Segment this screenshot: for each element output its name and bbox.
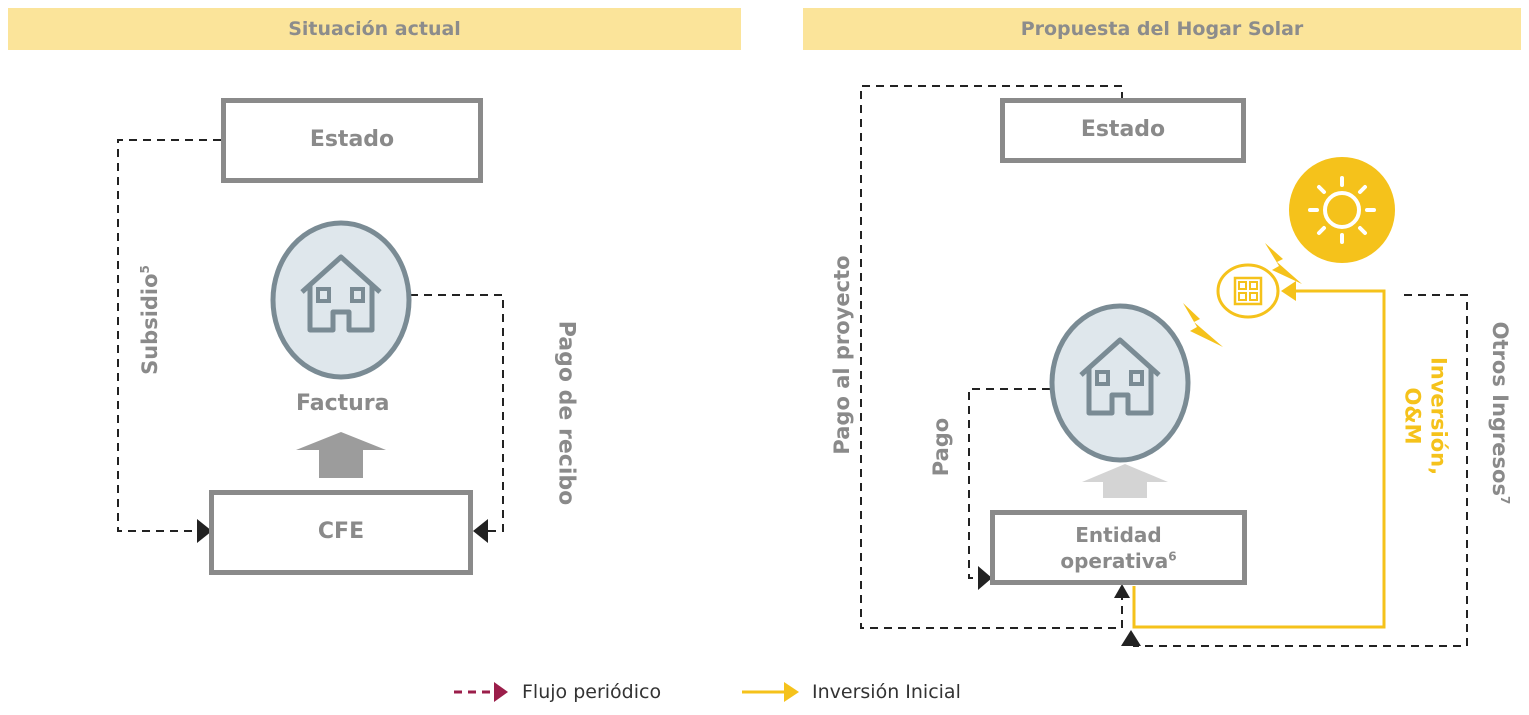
subsidio-flow-line [117,139,221,532]
subsidio-label: Subsidio5 [138,265,162,375]
otros-footnote: 7 [1498,495,1512,505]
pago-proyecto-arrowhead [1114,584,1130,598]
entidad-label-line1: Entidad [1075,522,1162,547]
house-icon-right [1049,303,1191,463]
inversion-flow-line [1132,289,1386,629]
entidad-footnote: 6 [1168,548,1177,563]
pago-proyecto-label: Pago al proyecto [830,255,854,455]
estado-label-right: Estado [1080,117,1166,143]
cfe-label: CFE [317,519,365,545]
subsidio-arrowhead [197,519,212,543]
solar-panel-icon [1216,263,1280,319]
lightning-bolt-icon [1265,243,1302,284]
legend-periodic: Flujo periódico [452,680,661,704]
entidad-up-arrow [1082,464,1168,498]
pago-label: Pago [929,417,953,477]
factura-up-arrow [296,432,386,478]
legend-periodic-label: Flujo periódico [522,681,662,703]
pago-recibo-flow-line [410,294,504,532]
inversion-om-label: Inversión, O&M [1400,356,1451,476]
lightning-bolt-icon [1183,303,1223,347]
legend-initial: Inversión Inicial [740,680,961,704]
sun-icon [1289,157,1395,263]
subsidio-footnote: 5 [138,265,152,274]
pago-recibo-arrowhead [473,519,488,543]
solid-arrow-icon [742,682,799,702]
inversion-arrowhead [1281,281,1296,301]
entidad-operativa-box: Entidad operativa6 [990,510,1247,585]
pago-proyecto-flow-line [860,85,1123,629]
otros-ingresos-arrowhead [1121,630,1141,646]
factura-label: Factura [296,391,390,416]
otros-ingresos-flow-line [1133,294,1468,647]
legend-initial-label: Inversión Inicial [812,681,961,703]
house-icon-left [270,220,412,380]
otros-ingresos-label: Otros Ingresos7 [1488,321,1512,505]
dashed-arrow-icon [454,682,508,702]
right-panel-header: Propuesta del Hogar Solar [803,8,1521,50]
cfe-box: CFE [209,490,473,575]
left-panel-header: Situación actual [8,8,741,50]
pago-arrowhead [978,566,992,590]
estado-label-left: Estado [309,127,395,153]
entidad-label-line2: operativa6 [1060,548,1177,573]
pago-flow-line [968,388,1050,579]
estado-box-left: Estado [221,98,483,183]
pago-recibo-label: Pago de recibo [553,320,579,506]
estado-box-right: Estado [1000,98,1246,163]
